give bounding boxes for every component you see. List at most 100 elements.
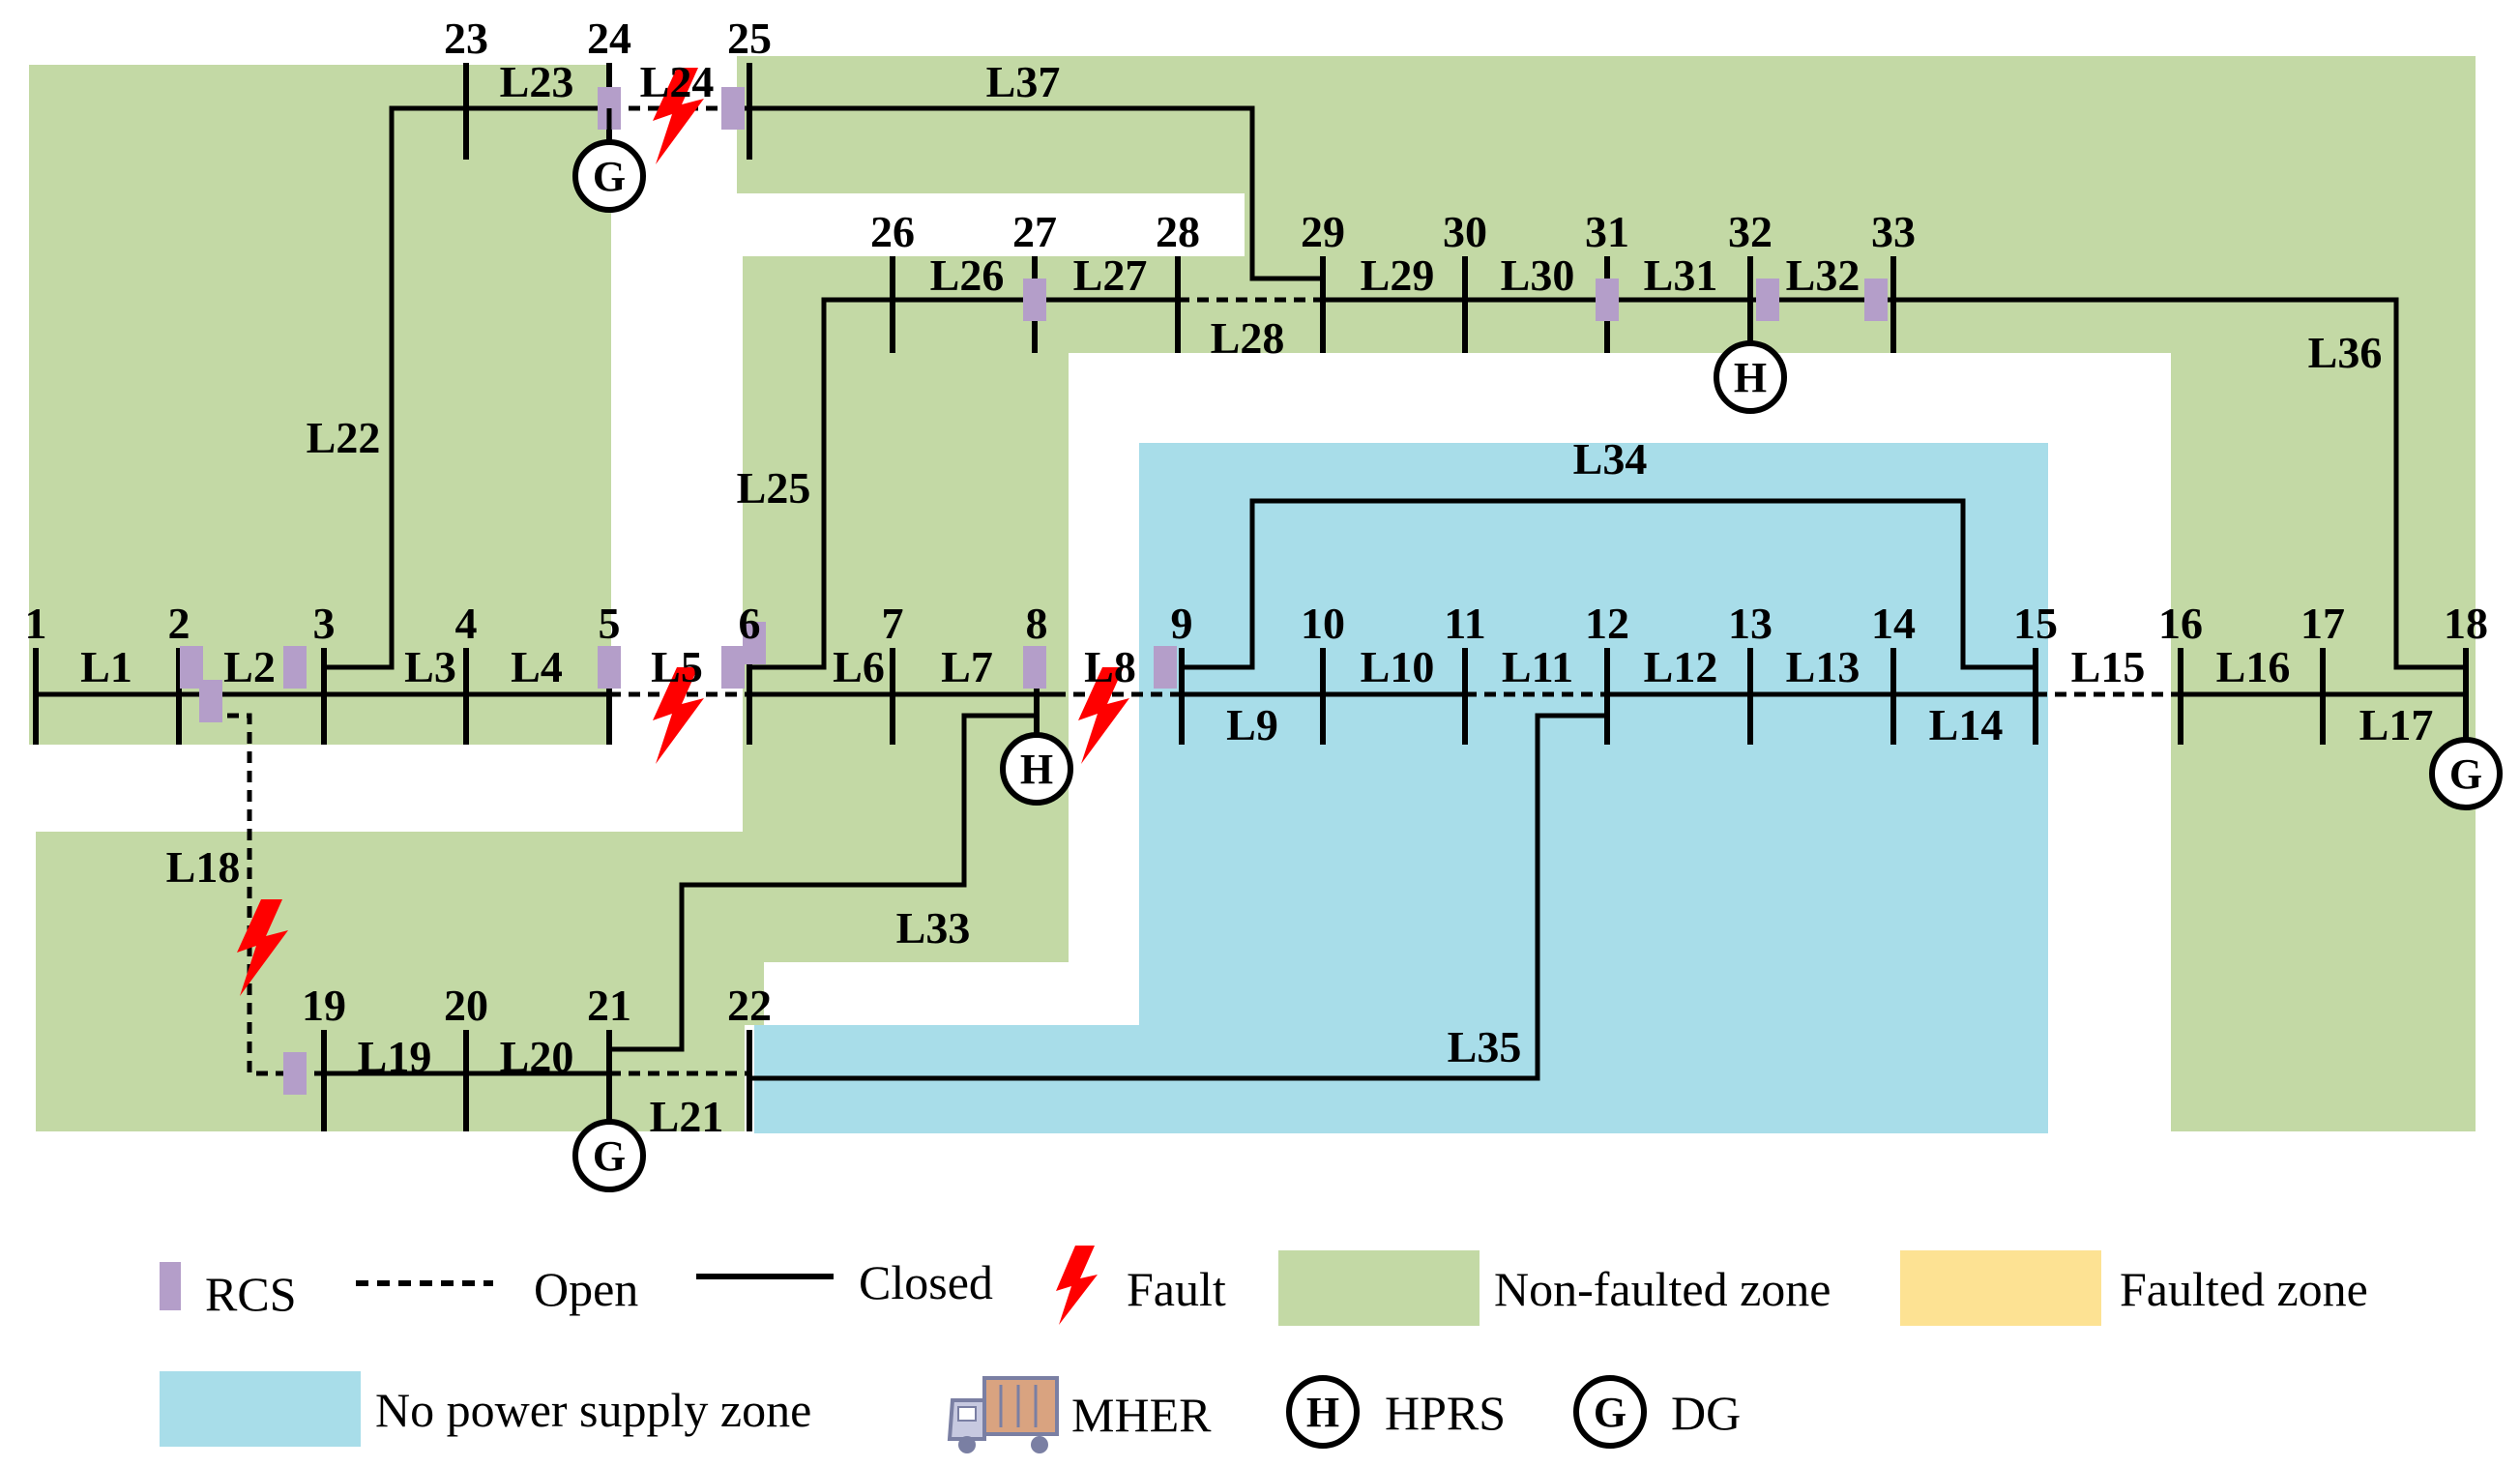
- bus-7-label: 7: [882, 599, 904, 648]
- rcs-marker: [1023, 646, 1046, 689]
- line-l10-label: L10: [1361, 642, 1435, 691]
- line-l28-label: L28: [1211, 313, 1285, 363]
- bus-5-label: 5: [599, 599, 621, 648]
- legend-faulted-swatch: [1900, 1250, 2101, 1326]
- line-l20-label: L20: [500, 1032, 574, 1081]
- bus-33-label: 33: [1871, 207, 1916, 256]
- bus-2-label: 2: [168, 599, 190, 648]
- zone-non-faulted-left: [29, 65, 611, 745]
- bus-24-label: 24: [587, 14, 631, 63]
- dg-node-letter: G: [593, 1132, 626, 1180]
- rcs-marker: [721, 87, 745, 130]
- line-l17-label: L17: [2359, 700, 2434, 749]
- zone-no-power: [754, 443, 2048, 1133]
- line-l22: [324, 105, 466, 670]
- bus-12-label: 12: [1585, 599, 1629, 648]
- rcs-marker: [283, 1052, 307, 1095]
- bus-32-label: 32: [1728, 207, 1773, 256]
- rcs-marker: [199, 680, 222, 722]
- line-l33: [609, 713, 1037, 1052]
- line-l4-label: L4: [511, 642, 563, 691]
- bus-6-label: 6: [739, 599, 761, 648]
- bus-10-label: 10: [1301, 599, 1345, 648]
- line-l12-label: L12: [1644, 642, 1718, 691]
- line-l32-label: L32: [1786, 250, 1861, 300]
- legend-fault-label: Fault: [1127, 1262, 1226, 1316]
- fault-icon: [1078, 667, 1129, 764]
- bus-31-label: 31: [1585, 207, 1629, 256]
- bus-25-label: 25: [727, 14, 772, 63]
- line-l24-label: L24: [640, 57, 715, 106]
- line-l23-label: L23: [500, 57, 574, 106]
- legend-rcs-label: RCS: [205, 1267, 297, 1321]
- bus-3-label: 3: [313, 599, 336, 648]
- zone-non-faulted-left-lower: [36, 56, 2476, 1131]
- dg-node-icon: [572, 1119, 646, 1192]
- legend-hprs-label: HPRS: [1385, 1386, 1506, 1440]
- fault-marks: [237, 68, 1129, 996]
- line-l29-label: L29: [1361, 250, 1435, 300]
- rcs-marker: [1596, 279, 1619, 321]
- fault-icon: [653, 667, 704, 764]
- legend-dg-icon: [1573, 1375, 1647, 1449]
- lines-closed: [36, 105, 2466, 1081]
- line-l25: [749, 297, 893, 670]
- legend-hprs-letter: H: [1306, 1389, 1339, 1436]
- zones: [29, 56, 2476, 1133]
- rcs-marker: [743, 622, 766, 664]
- bus-1-label: 1: [25, 599, 47, 648]
- rcs-marker: [1023, 279, 1046, 321]
- legend-faulted-label: Faulted zone: [2120, 1262, 2368, 1316]
- dg-node-icon: [2429, 737, 2503, 810]
- line-l36-label: L36: [2308, 328, 2383, 377]
- rcs-marker: [1154, 646, 1177, 689]
- line-l25-label: L25: [737, 463, 811, 513]
- line-l27-label: L27: [1073, 250, 1148, 300]
- legend-open-label: Open: [534, 1262, 638, 1316]
- rcs-markers: [180, 87, 1888, 1095]
- line-l1-label: L1: [80, 642, 132, 691]
- line-l2-label: L2: [223, 642, 276, 691]
- line-l16-label: L16: [2216, 642, 2291, 691]
- line-l11-label: L11: [1502, 642, 1573, 691]
- line-l8-label: L8: [1084, 642, 1136, 691]
- rcs-marker: [598, 646, 621, 689]
- legend: RCS Open Closed Fault Non-faulted zone F…: [160, 1246, 2368, 1453]
- line-l22-label: L22: [307, 413, 381, 462]
- bus-11-label: 11: [1444, 599, 1485, 648]
- bus-19-label: 19: [302, 981, 346, 1030]
- line-l30-label: L30: [1501, 250, 1575, 300]
- line-l21-label: L21: [650, 1092, 724, 1141]
- legend-non-faulted-label: Non-faulted zone: [1494, 1262, 1831, 1316]
- line-l14-label: L14: [1929, 700, 2004, 749]
- dg-node-icon: [572, 139, 646, 213]
- line-l18-label: L18: [166, 842, 241, 892]
- legend-dg-label: DG: [1671, 1386, 1741, 1440]
- legend-closed-label: Closed: [859, 1255, 993, 1309]
- fault-icon: [653, 68, 704, 164]
- legend-no-power-swatch: [160, 1371, 361, 1447]
- legend-dg-letter: G: [1594, 1389, 1626, 1436]
- bus-14-label: 14: [1871, 599, 1916, 648]
- bus-22-label: 22: [727, 981, 772, 1030]
- bus-21-label: 21: [587, 981, 631, 1030]
- line-l36: [1893, 297, 2466, 670]
- rcs-marker: [1756, 279, 1779, 321]
- legend-no-power-label: No power supply zone: [375, 1383, 811, 1437]
- line-l7-label: L7: [941, 642, 993, 691]
- bus-13-label: 13: [1728, 599, 1773, 648]
- hprs-node-letter: H: [1734, 354, 1767, 401]
- bus-30-label: 30: [1443, 207, 1487, 256]
- hprs-node-icon: [1714, 340, 1787, 414]
- line-l6-label: L6: [833, 642, 885, 691]
- line-l13-label: L13: [1786, 642, 1861, 691]
- line-l9-label: L9: [1226, 700, 1278, 749]
- hprs-node-letter: H: [1020, 746, 1053, 793]
- dg-node-letter: G: [593, 153, 626, 200]
- zone-white-top-gap: [737, 193, 1245, 256]
